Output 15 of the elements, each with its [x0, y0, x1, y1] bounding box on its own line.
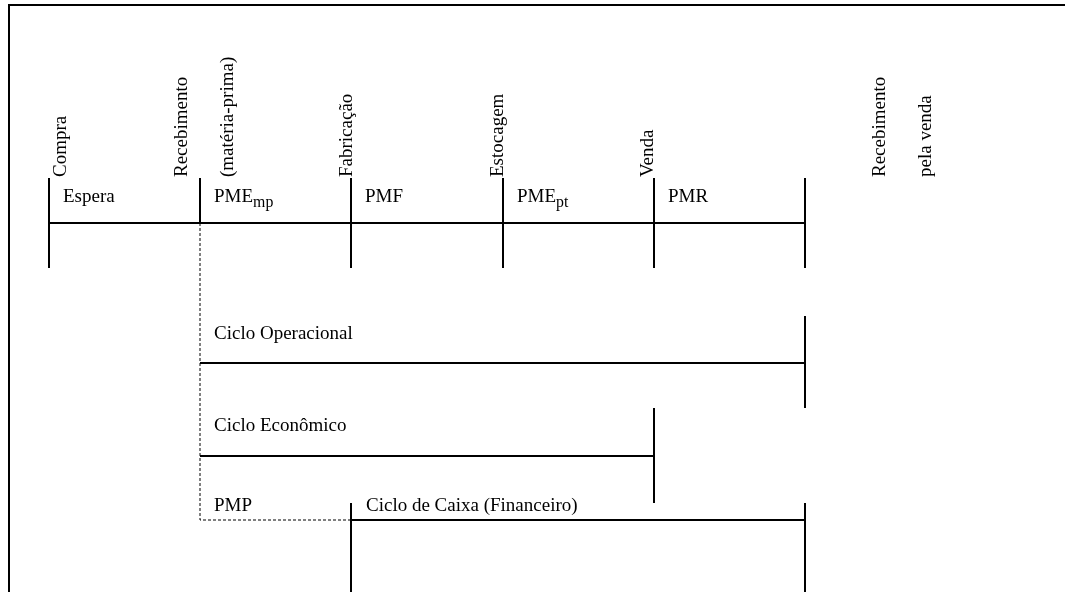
event-label: Fabricação: [335, 92, 357, 177]
phase-label: PME$_{pt}$: [517, 185, 569, 213]
event-label: Estocagem: [486, 92, 508, 177]
event-label: Compra: [49, 114, 71, 177]
phase-label: PMR: [668, 185, 709, 207]
phase-label: PME$_{mp}$: [214, 185, 274, 213]
event-label: Recebimento pela venda: [867, 75, 936, 177]
event-label: Recebimento (matéria-prima): [169, 55, 238, 177]
phase-label: PMF: [365, 185, 404, 207]
event-label: Venda: [636, 128, 658, 177]
cycle-label: Ciclo de Caixa (Financeiro): [366, 494, 578, 516]
phase-label: Espera: [63, 185, 115, 207]
cycle-label: Ciclo Operacional: [214, 322, 353, 344]
cycle-label: PMP: [214, 494, 253, 516]
cycle-label: Ciclo Econômico: [214, 414, 347, 436]
